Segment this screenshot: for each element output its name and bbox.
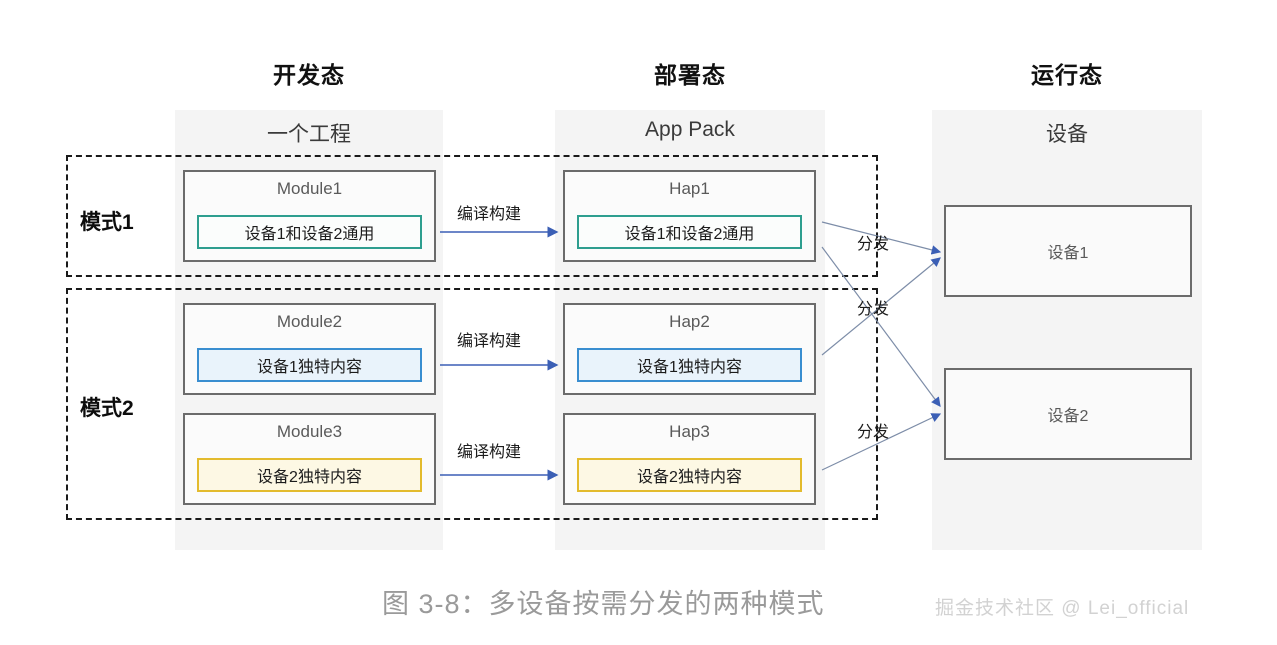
- hap-card-1[interactable]: Hap1 设备1和设备2通用: [563, 170, 816, 262]
- column-panel-runtime: [932, 110, 1202, 550]
- mode-label-2: 模式2: [80, 397, 134, 420]
- module-card-1-content: 设备1和设备2通用: [197, 215, 422, 249]
- hap-card-2-title: Hap2: [669, 312, 710, 331]
- distribute-label-2: 分发: [857, 301, 890, 318]
- module-card-3-content: 设备2独特内容: [197, 458, 422, 492]
- module-card-2-title: Module2: [276, 312, 343, 331]
- hap-card-2-content: 设备1独特内容: [577, 348, 802, 382]
- column-heading-app-pack: App Pack: [645, 118, 735, 141]
- distribute-label-3: 分发: [857, 424, 890, 441]
- hap-card-3[interactable]: Hap3 设备2独特内容: [563, 413, 816, 505]
- device-card-2[interactable]: 设备2: [944, 368, 1192, 460]
- mode-label-1: 模式1: [80, 211, 134, 234]
- module-card-1[interactable]: Module1 设备1和设备2通用: [183, 170, 436, 262]
- module-card-1-title: Module1: [276, 179, 343, 198]
- hap-card-1-title: Hap1: [669, 179, 710, 198]
- hap-card-1-content: 设备1和设备2通用: [577, 215, 802, 249]
- column-heading-project: 一个工程: [267, 123, 351, 146]
- device-card-1[interactable]: 设备1: [944, 205, 1192, 297]
- distribute-label-1: 分发: [857, 236, 890, 253]
- module-card-2[interactable]: Module2 设备1独特内容: [183, 303, 436, 395]
- build-label-3: 编译构建: [457, 444, 522, 461]
- hap-card-3-content: 设备2独特内容: [577, 458, 802, 492]
- stage-title-runtime: 运行态: [1031, 62, 1103, 88]
- hap-card-2[interactable]: Hap2 设备1独特内容: [563, 303, 816, 395]
- build-label-2: 编译构建: [457, 333, 522, 350]
- module-card-3-title: Module3: [276, 422, 343, 441]
- module-card-3[interactable]: Module3 设备2独特内容: [183, 413, 436, 505]
- column-heading-device: 设备: [1046, 123, 1088, 146]
- module-card-2-content: 设备1独特内容: [197, 348, 422, 382]
- stage-title-development: 开发态: [273, 62, 345, 88]
- figure-watermark: 掘金技术社区 @ Lei_official: [935, 598, 1190, 619]
- stage-title-deployment: 部署态: [654, 62, 726, 88]
- figure-caption: 图 3-8：多设备按需分发的两种模式: [382, 589, 825, 619]
- hap-card-3-title: Hap3: [669, 422, 710, 441]
- build-label-1: 编译构建: [457, 206, 522, 223]
- mode-frame-1: [66, 155, 878, 277]
